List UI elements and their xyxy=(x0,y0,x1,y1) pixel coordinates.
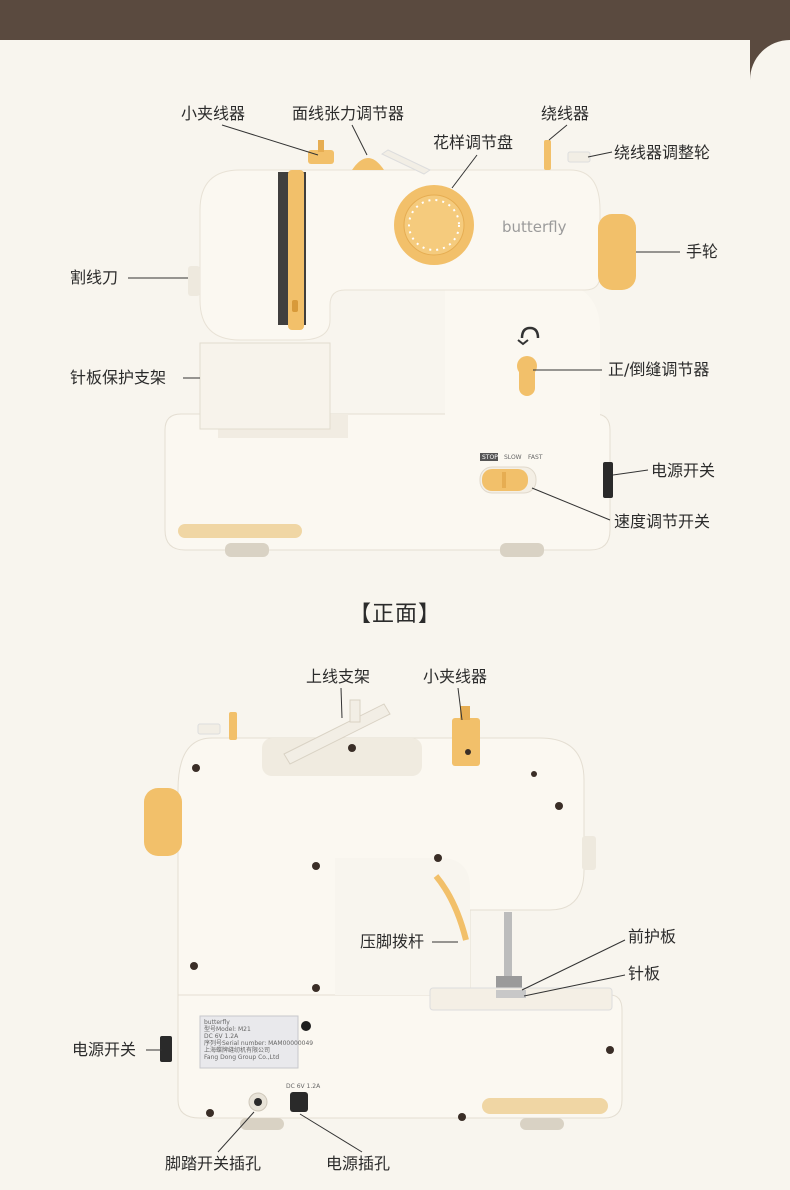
label-spool-holder: 上线支架 xyxy=(306,667,371,686)
plate-company-en: Fang Dong Group Co.,Ltd xyxy=(204,1054,279,1061)
plate-serial: 序列号Serial number: MAM00000049 xyxy=(204,1039,313,1047)
back-machine: butterfly 型号Model: M21 DC 6V 1.2A 序列号Ser… xyxy=(144,699,623,1130)
label-reverse: 正/倒缝调节器 xyxy=(608,360,710,379)
label-handwheel: 手轮 xyxy=(686,242,719,261)
front-caption: 【正面】 xyxy=(348,602,441,627)
label-front-plate: 前护板 xyxy=(628,927,677,946)
label-needle-guard: 针板保护支架 xyxy=(70,368,167,387)
label-tension: 面线张力调节器 xyxy=(292,104,405,123)
speed-mark-slow: SLOW xyxy=(504,454,522,461)
label-winder: 绕线器 xyxy=(541,104,590,123)
dc-label: DC 6V 1.2A xyxy=(286,1083,321,1090)
label-presser-lever: 压脚拨杆 xyxy=(360,932,425,951)
front-leader-lines xyxy=(128,124,680,521)
label-speed-switch: 速度调节开关 xyxy=(614,512,711,531)
front-machine: butterfly STOP SLOW FAST xyxy=(164,140,636,557)
label-small-clamp-back: 小夹线器 xyxy=(423,667,488,686)
label-small-clamp-front: 小夹线器 xyxy=(181,104,246,123)
plate-company-cn: 上海蝶牌缝纫机有限公司 xyxy=(204,1046,270,1054)
label-power-switch-front: 电源开关 xyxy=(651,461,716,480)
top-banner xyxy=(0,0,790,40)
top-banner-curve xyxy=(750,40,790,120)
plate-model: 型号Model: M21 xyxy=(204,1025,251,1033)
label-foot-jack: 脚踏开关插孔 xyxy=(165,1154,262,1173)
label-pattern-dial: 花样调节盘 xyxy=(433,133,514,152)
label-cutter: 割线刀 xyxy=(70,268,119,287)
plate-rating: DC 6V 1.2A xyxy=(204,1033,239,1040)
label-power-switch-back: 电源开关 xyxy=(72,1040,137,1059)
speed-mark-fast: FAST xyxy=(528,454,543,461)
speed-mark-stop: STOP xyxy=(482,454,498,461)
plate-brand: butterfly xyxy=(204,1019,230,1026)
label-needle-plate: 针板 xyxy=(628,964,661,983)
label-power-jack: 电源插孔 xyxy=(326,1154,391,1173)
back-leader-lines xyxy=(146,687,626,1153)
front-brand: butterfly xyxy=(502,218,567,236)
label-winder-adjust: 绕线器调整轮 xyxy=(614,143,711,162)
